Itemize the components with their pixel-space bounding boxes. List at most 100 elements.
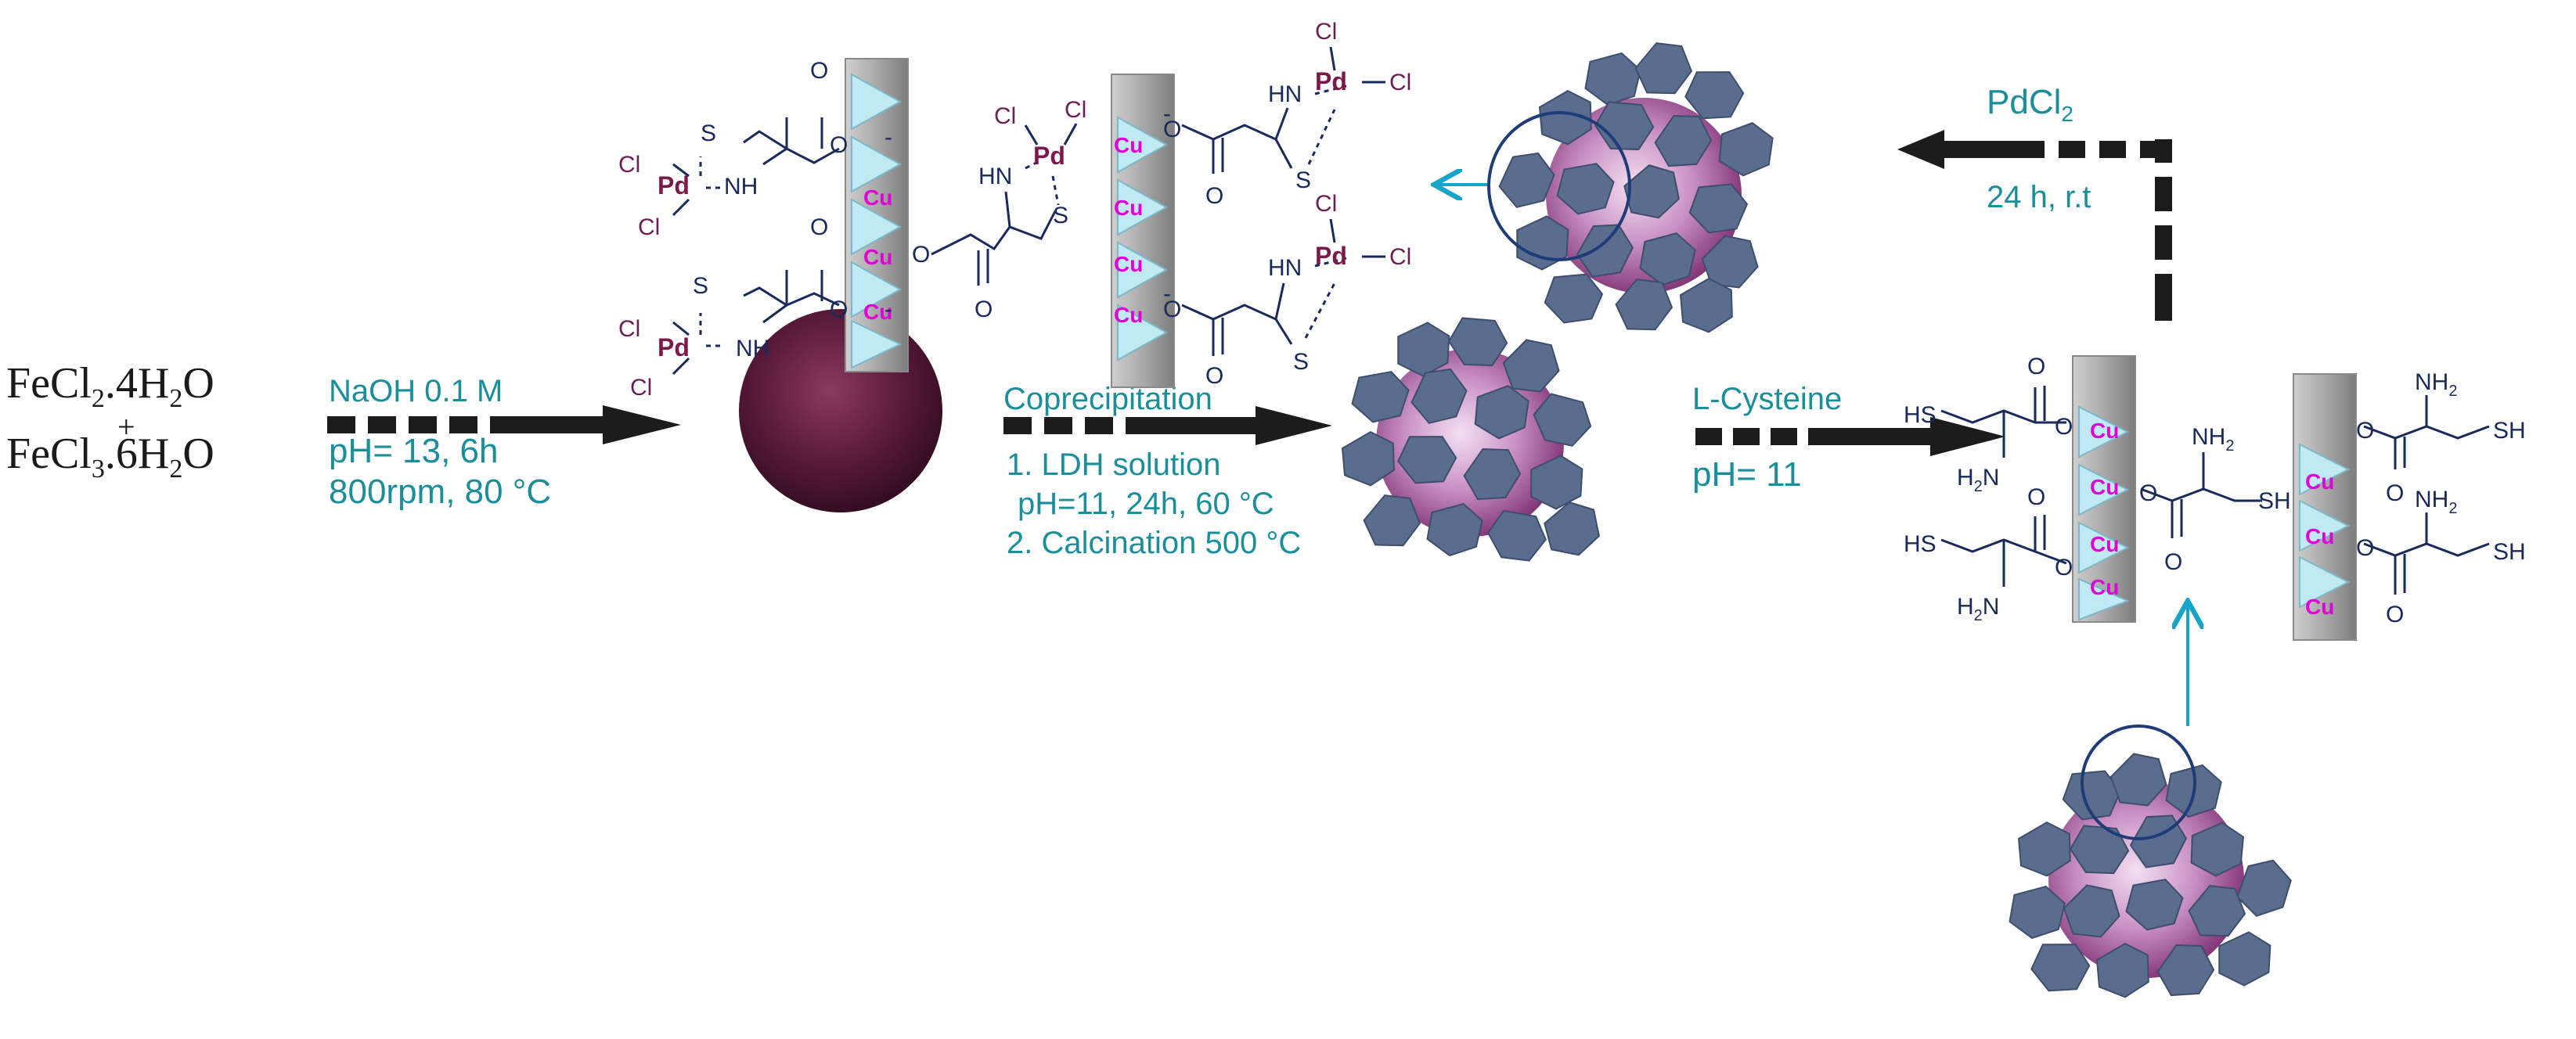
minus-charge: - <box>884 297 892 322</box>
cu-label: Cu <box>1114 303 1143 327</box>
cl-label: Cl <box>630 375 652 401</box>
step4-reagent: PdCl2 <box>1987 83 2073 126</box>
pd-complex-structure: Cu Cu Cu - - Cu Cu Cu Cu - - <box>618 19 1411 401</box>
h2n-label: H2N <box>1957 465 1999 495</box>
oxygen-label: O <box>912 242 930 268</box>
step1-condition-ph: pH= 13, 6h <box>329 432 499 470</box>
oxygen-label: O <box>2386 480 2404 506</box>
cl-label: Cl <box>1389 244 1411 270</box>
oxygen-label: O <box>830 132 848 158</box>
hs-label: HS <box>1904 402 1937 428</box>
step2-title: Coprecipitation <box>1003 382 1212 416</box>
sulfur-label: S <box>1053 203 1068 228</box>
cl-label: Cl <box>618 152 640 178</box>
cl-label: Cl <box>994 103 1016 129</box>
nh-label: NH <box>736 336 769 361</box>
oxygen-label: O <box>2356 535 2374 561</box>
sh-label: SH <box>2493 539 2526 565</box>
svg-text:NH2: NH2 <box>2415 487 2457 517</box>
cu-label: Cu <box>2305 524 2334 548</box>
svg-text:H2N: H2N <box>1957 594 1999 624</box>
h2n-label: H2N <box>1957 594 1999 624</box>
step4-condition: 24 h, r.t <box>1987 180 2091 214</box>
ldh-column-b: Cu Cu Cu Cu - - <box>1111 74 1175 388</box>
minus-charge: - <box>1163 281 1171 307</box>
ldh-column-c: Cu Cu Cu Cu <box>2072 355 2136 623</box>
cl-label: Cl <box>1389 70 1411 95</box>
plus-sign: + <box>117 409 135 444</box>
ldh-particle <box>1338 303 1601 574</box>
cu-label: Cu <box>1114 196 1143 220</box>
oxygen-label: O <box>1205 183 1223 209</box>
cl-label: Cl <box>1315 191 1337 217</box>
sh-label: SH <box>2493 418 2526 444</box>
step2-line1: 1. LDH solution <box>1007 448 1221 482</box>
cu-label: Cu <box>2090 475 2119 499</box>
ldh-column-a: Cu Cu Cu - - <box>845 58 909 372</box>
sulfur-label: S <box>701 120 716 146</box>
cu-label: Cu <box>863 185 892 210</box>
oxygen-label: O <box>2027 484 2045 510</box>
zoom-circle-pd <box>1487 111 1631 261</box>
sulfur-label: S <box>693 273 708 299</box>
oxygen-label: O <box>810 58 828 84</box>
cu-label: Cu <box>1114 252 1143 276</box>
pd-label: Pd <box>658 171 690 200</box>
arrow-step2 <box>1003 406 1332 445</box>
oxygen-label: O <box>2055 555 2073 581</box>
minus-charge: - <box>1163 101 1171 127</box>
zoom-circle-cysteine <box>2081 724 2196 840</box>
oxygen-label: O <box>2055 414 2073 440</box>
svg-text:NH2: NH2 <box>2192 424 2234 455</box>
cu-label: Cu <box>1114 133 1143 157</box>
sulfur-label: S <box>1293 349 1309 375</box>
step2-line3: 2. Calcination 500 °C <box>1007 526 1302 560</box>
cu-label: Cu <box>863 245 892 269</box>
minus-charge: - <box>884 124 892 150</box>
cu-label: Cu <box>2305 469 2334 494</box>
pd-label: Pd <box>1315 242 1347 270</box>
svg-text:NH2: NH2 <box>2415 369 2457 400</box>
cu-label: Cu <box>2305 595 2334 619</box>
hn-label: HN <box>1268 81 1302 107</box>
cysteine-particle <box>2001 748 2302 1005</box>
oxygen-label: O <box>2139 480 2157 506</box>
arrow-step1 <box>327 405 681 444</box>
oxygen-label: O <box>975 297 993 322</box>
cu-label: Cu <box>2090 575 2119 599</box>
reactant-fecl3: FeCl3.6H2O <box>6 430 214 484</box>
pd-label: Pd <box>658 333 690 361</box>
nh2-label: NH2 <box>2192 424 2234 455</box>
step2-line2: pH=11, 24h, 60 °C <box>1018 487 1274 521</box>
oxygen-label: O <box>2164 549 2182 575</box>
oxygen-label: O <box>2386 602 2404 627</box>
hn-label: HN <box>1268 255 1302 281</box>
sulfur-label: S <box>1295 167 1311 193</box>
hs-label: HS <box>1904 531 1937 557</box>
reactant-fecl2: FeCl2.4H2O <box>6 359 214 414</box>
pd-label: Pd <box>1033 142 1065 170</box>
cu-label: Cu <box>2090 419 2119 443</box>
step1-reagent: NaOH 0.1 M <box>329 374 503 408</box>
svg-text:H2N: H2N <box>1957 465 1999 495</box>
step1-condition-temp: 800rpm, 80 °C <box>329 473 552 511</box>
cl-label: Cl <box>618 316 640 342</box>
nh2-label: NH2 <box>2415 369 2457 400</box>
nh2-label: NH2 <box>2415 487 2457 517</box>
cl-label: Cl <box>1315 19 1337 45</box>
cu-label: Cu <box>2090 532 2119 556</box>
oxygen-label: O <box>1205 363 1223 389</box>
cl-label: Cl <box>1065 97 1086 123</box>
cu-label: Cu <box>863 300 892 324</box>
oxygen-label: O <box>1163 117 1181 142</box>
oxygen-label: O <box>2027 354 2045 379</box>
step3-condition: pH= 11 <box>1692 455 1802 494</box>
cysteine-ldh-structure: Cu Cu Cu Cu Cu Cu Cu <box>1904 354 2526 641</box>
step3-reagent: L-Cysteine <box>1692 382 1843 416</box>
pd-label: Pd <box>1315 67 1347 95</box>
cl-label: Cl <box>638 214 660 240</box>
sh-label: SH <box>2258 488 2291 514</box>
oxygen-label: O <box>2356 418 2374 444</box>
